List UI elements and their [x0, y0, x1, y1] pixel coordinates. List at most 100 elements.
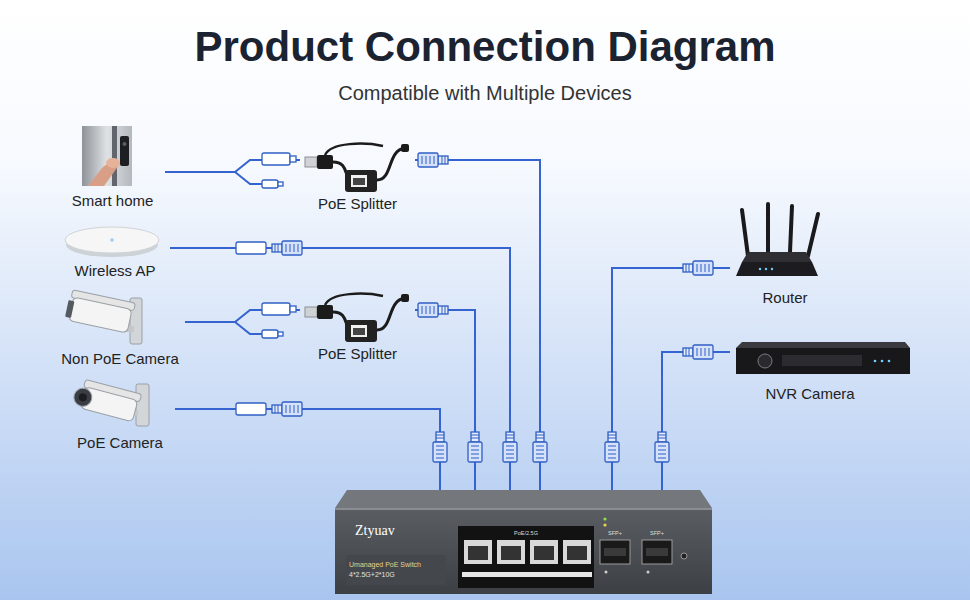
device-label: Non PoE Camera — [55, 350, 185, 368]
router-illustration — [742, 204, 818, 256]
switch-body — [335, 508, 712, 594]
device-label: Router — [730, 289, 840, 307]
switch-body — [605, 571, 608, 574]
network-cable — [415, 160, 540, 490]
fork-wire — [235, 322, 262, 334]
switch-body — [530, 540, 558, 564]
cable-plug — [683, 345, 713, 359]
network-cable — [175, 409, 440, 490]
device-node: Wireless AP — [60, 220, 170, 280]
device-label: Ztyuav — [355, 523, 445, 539]
smart-lock-illustration — [82, 126, 132, 186]
device-node: PoE Camera — [65, 378, 175, 452]
smart-lock-illustration — [82, 126, 132, 186]
switch-body — [501, 546, 521, 560]
switch-body — [567, 546, 587, 560]
dc-plug — [262, 330, 278, 338]
poe-camera-illustration — [72, 386, 94, 408]
switch-body — [563, 540, 591, 564]
dc-plug — [262, 180, 278, 188]
device-node: Smart home — [60, 122, 165, 210]
device-subtext: Umanaged PoE Switch — [349, 560, 469, 569]
fork-wire — [235, 172, 262, 184]
dc-plug — [290, 156, 296, 162]
bullet-camera-illustration — [68, 297, 132, 333]
device-label: PoE Camera — [65, 434, 175, 452]
dc-plug — [236, 153, 296, 415]
poe-camera-illustration — [78, 392, 88, 402]
cable-plug — [418, 303, 448, 317]
cable-plug — [433, 432, 447, 462]
bullet-camera-illustration — [64, 289, 135, 333]
switch-body — [335, 490, 712, 508]
smart-lock-illustration — [120, 136, 129, 166]
port-label: PoE/2.5G — [501, 530, 551, 537]
device-node: Non PoE Camera — [55, 290, 185, 368]
cable-plug — [272, 153, 713, 462]
switch-body — [604, 548, 626, 556]
nvr-illustration — [782, 355, 862, 366]
switch-body — [603, 517, 606, 520]
cable-plug — [503, 432, 517, 462]
cable-plug — [272, 402, 302, 416]
switch-body — [497, 540, 525, 564]
switch-body — [642, 540, 672, 564]
network-cable — [170, 248, 510, 490]
subtitle: Compatible with Multiple Devices — [275, 81, 695, 105]
nvr-illustration — [758, 354, 772, 368]
cable-plug — [683, 261, 713, 275]
illustration — [305, 294, 409, 342]
nvr-illustration — [888, 360, 891, 363]
device-label: Wireless AP — [60, 262, 170, 280]
switch-body — [647, 571, 650, 574]
cable-plug — [533, 432, 547, 462]
access-point-illustration — [110, 238, 114, 242]
switch-body — [646, 548, 668, 556]
connector-group — [165, 160, 730, 490]
switch-body — [346, 555, 446, 585]
device-node: Router — [730, 200, 840, 307]
port-label: SFP+ — [642, 530, 672, 537]
nvr-illustration — [736, 348, 910, 374]
bullet-camera-illustration — [64, 289, 142, 344]
dc-plug — [262, 303, 290, 315]
network-cable — [612, 268, 730, 490]
dc-plug — [278, 182, 283, 186]
device-subtext: 4*2.5G+2*10G — [349, 570, 469, 579]
device-label: Smart home — [60, 192, 165, 210]
poe-camera-illustration — [136, 384, 149, 426]
device-node: NVR Camera — [730, 335, 890, 403]
network-cable — [662, 352, 730, 490]
switch-body — [462, 572, 592, 577]
nvr-illustration — [736, 342, 910, 374]
smart-lock-illustration — [112, 126, 117, 186]
router-illustration — [742, 252, 812, 262]
dc-plug — [262, 153, 290, 165]
bullet-camera-illustration — [65, 300, 74, 318]
access-point-illustration — [65, 227, 159, 257]
cable-plug — [468, 432, 482, 462]
smart-lock-illustration — [106, 158, 120, 168]
router-illustration — [736, 262, 818, 276]
device-label: PoE Splitter — [300, 345, 415, 363]
device-node: PoE Splitter — [300, 290, 415, 363]
switch-body — [335, 490, 712, 594]
switch-body — [458, 526, 594, 588]
nvr-illustration — [881, 360, 884, 363]
router-illustration — [759, 268, 761, 270]
router-illustration — [771, 268, 773, 270]
router-illustration — [736, 204, 818, 276]
switch-body — [534, 546, 554, 560]
device-label: NVR Camera — [730, 385, 890, 403]
network-cable — [415, 310, 475, 490]
poe-camera-illustration — [71, 378, 141, 423]
switch-body — [464, 540, 492, 564]
dc-plug — [278, 332, 283, 336]
access-point-illustration — [65, 227, 159, 253]
nvr-illustration — [874, 360, 877, 363]
switch-body — [681, 553, 687, 559]
port-label: SFP+ — [600, 530, 630, 537]
switch-body — [468, 546, 488, 560]
